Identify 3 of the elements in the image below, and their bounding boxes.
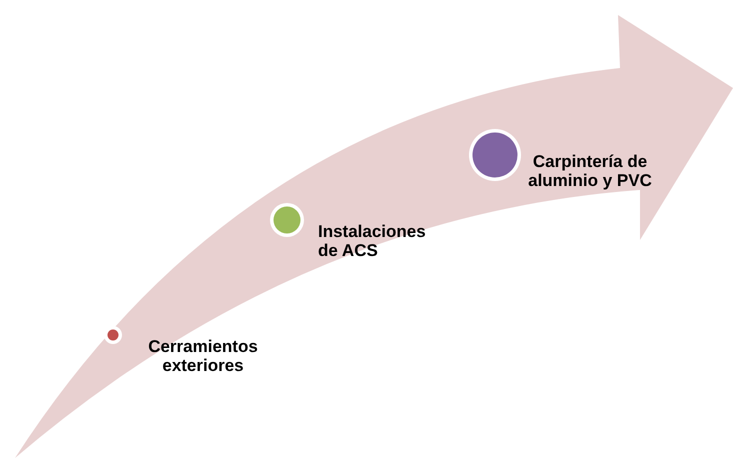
step-label: Cerramientos exteriores bbox=[147, 337, 259, 375]
step-label: Carpintería de aluminio y PVC bbox=[527, 152, 653, 190]
step-label: Instalaciones de ACS bbox=[318, 222, 427, 260]
